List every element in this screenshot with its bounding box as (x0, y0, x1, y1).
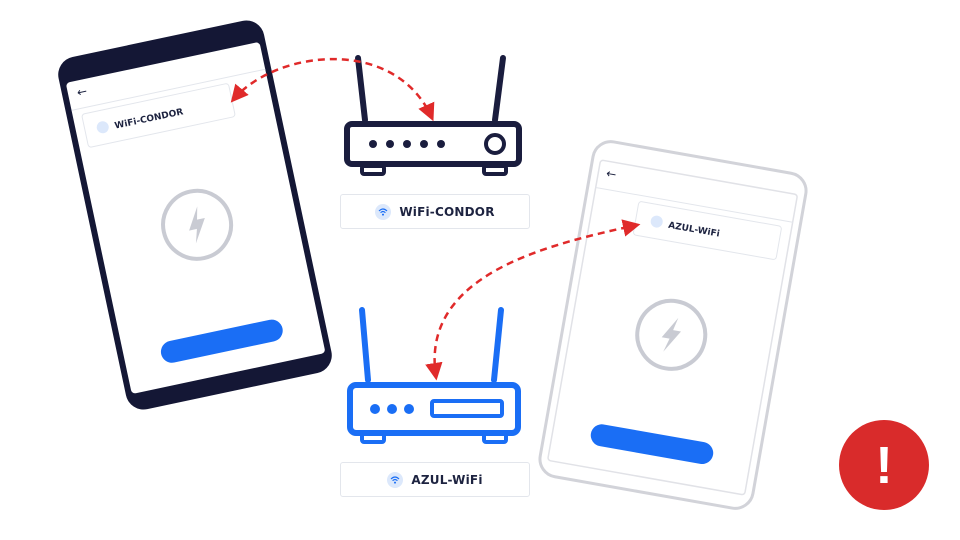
router-b-ssid-text: AZUL-WiFi (411, 472, 483, 487)
phone-left-back-icon[interactable]: ← (76, 84, 89, 100)
phone-right-connect-button[interactable] (589, 423, 715, 466)
alert-badge: ! (839, 420, 929, 510)
router-b-display (430, 399, 504, 418)
wifi-icon (375, 203, 392, 220)
router-b-ssid-label: AZUL-WiFi (340, 462, 530, 497)
phone-right: ← AZUL-WiFi (538, 140, 808, 510)
router-a-ssid-label: WiFi-CONDOR (340, 194, 530, 229)
phone-left-connect-button[interactable] (159, 318, 285, 365)
alert-symbol: ! (875, 437, 892, 495)
router-b (347, 307, 521, 444)
router-b-antenna-left (359, 307, 371, 383)
router-a-ssid-text: WiFi-CONDOR (399, 204, 495, 219)
router-a-power-knob (484, 133, 506, 155)
phone-right-ssid-card[interactable] (633, 201, 782, 260)
connection-arrow-condor (230, 57, 435, 122)
router-a (344, 55, 522, 176)
router-b-antenna-right (491, 307, 504, 383)
router-a-antenna-right (492, 55, 506, 123)
phone-right-back-icon[interactable]: ← (605, 166, 617, 182)
phone-left: ← WiFi-CONDOR (58, 20, 332, 410)
alert-icon (839, 420, 929, 510)
wifi-icon (387, 471, 404, 488)
connection-arrow-azul (425, 219, 641, 381)
router-a-antenna-left (355, 55, 368, 123)
phone-left-wifi-icon (96, 121, 109, 134)
phone-left-power-icon (161, 188, 234, 261)
router-a-body (344, 121, 522, 167)
phone-right-wifi-icon (650, 215, 663, 228)
